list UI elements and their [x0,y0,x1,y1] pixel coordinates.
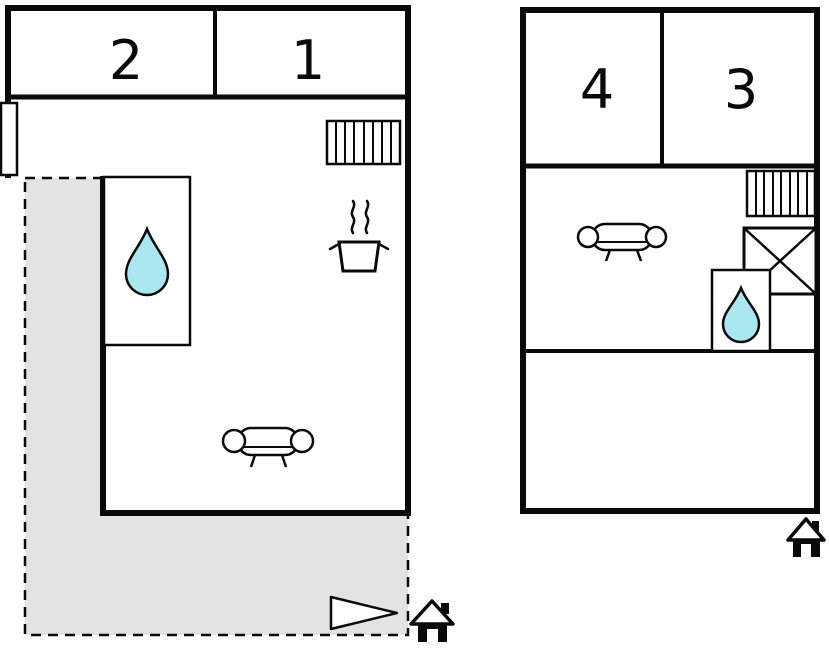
sofa-legs [604,249,643,262]
pot-handles [328,242,390,251]
entrance-icon [786,517,826,557]
steam-line-right [364,199,370,235]
sofa-body [590,222,654,252]
sofa-armrest-right [644,225,668,249]
sofa-icon [221,426,315,468]
entrance-chimney [812,521,819,531]
entrance-icon [409,599,455,642]
radiator-icon [745,169,817,218]
sofa-body [236,426,300,457]
sink-unit [710,268,772,353]
radiator-fins [755,171,808,216]
direction-arrow-icon [329,595,399,631]
pot-body [337,240,381,273]
floorplan-left: 2 1 [0,5,455,642]
sofa-armrest-right [289,428,315,454]
room-4-label: 4 [580,58,614,121]
room-2-label: 2 [109,29,143,92]
room-3-label: 3 [724,58,758,121]
sofa-legs [249,454,288,468]
radiator-fins [335,121,392,164]
sofa-armrest-left [221,428,247,454]
sofa-armrest-left [576,225,600,249]
floorplan-right: 4 3 [520,7,826,557]
steam-line-left [350,199,356,235]
entrance-door [427,629,438,642]
stove-icon [328,199,390,273]
room-1-label: 1 [291,29,325,92]
window-icon [0,101,19,177]
water-drop-icon [721,284,761,344]
sink-unit [102,175,192,347]
sofa-icon [576,222,668,262]
entrance-door [801,544,811,557]
radiator-icon [325,119,402,166]
entrance-chimney [441,603,449,614]
water-drop-icon [124,225,170,297]
exterior-wall [5,5,411,516]
